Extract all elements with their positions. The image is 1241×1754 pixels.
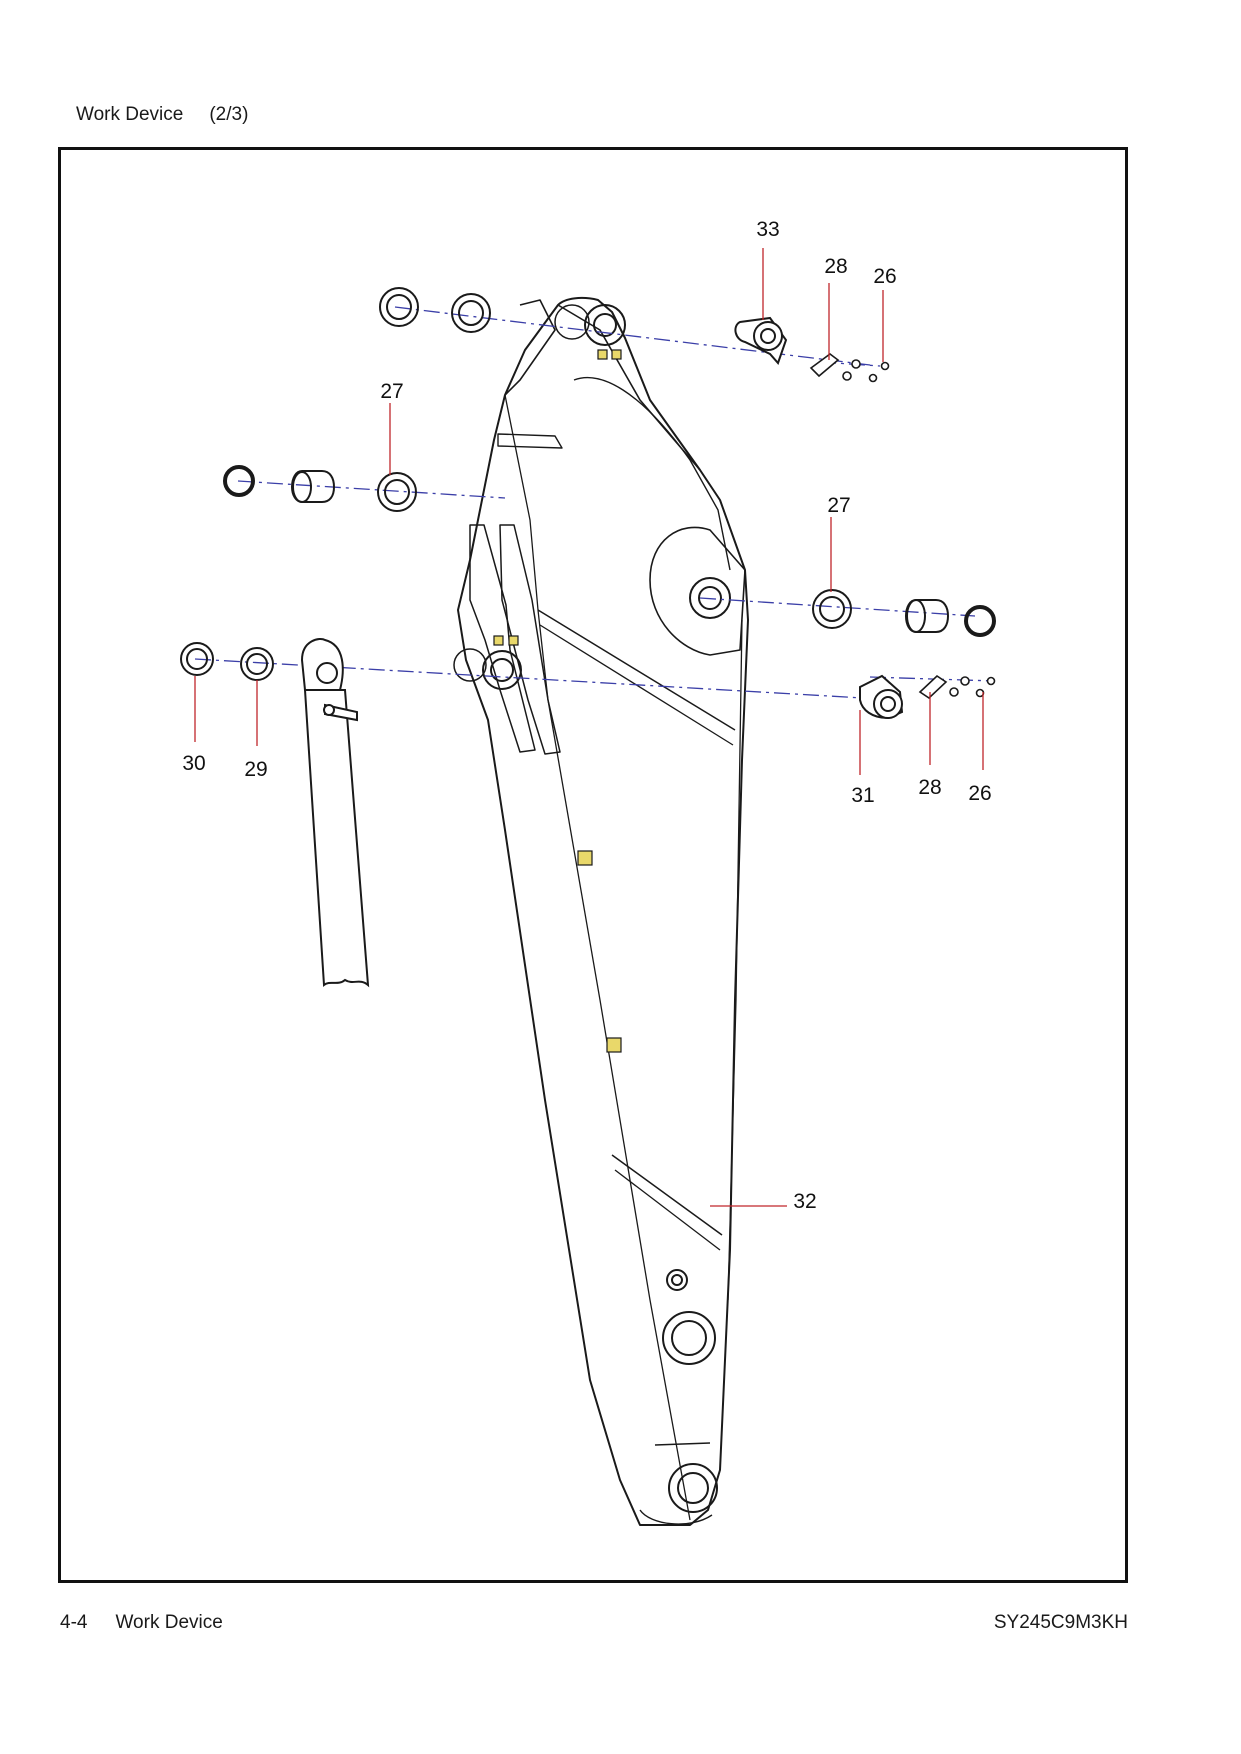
boom-base-band — [654, 1442, 711, 1446]
callout-30: 30 — [182, 752, 205, 775]
footer-section: Work Device — [115, 1612, 223, 1633]
washer-top-inner — [451, 293, 491, 333]
washer-27-right-hole — [819, 596, 845, 622]
boom-base-plate — [639, 1509, 713, 1525]
boom-sticker-lower — [606, 1037, 622, 1053]
boom-diagonal-band-lower — [611, 1154, 723, 1236]
boom-foot-pin-boss-left — [453, 648, 487, 682]
header-page-of: (2/3) — [209, 104, 249, 125]
boom-cylinder-pin-bore — [698, 586, 722, 610]
callout-31: 31 — [851, 784, 874, 807]
boom-top-pin-boss-left — [554, 304, 590, 340]
callout-27-left: 27 — [380, 380, 403, 403]
boom-side-plate-line — [504, 394, 691, 1521]
boom-cylinder-pin-boss — [689, 577, 731, 619]
o-ring-right — [964, 605, 996, 637]
callout-33: 33 — [756, 218, 779, 241]
washer-30-hole — [186, 648, 208, 670]
boom-cylinder-boss — [649, 526, 746, 656]
boom-neck-band — [497, 433, 563, 449]
centerline-mid-pin-left — [237, 480, 506, 499]
nut-bottom-b — [949, 687, 959, 697]
boom-front-edge — [727, 619, 743, 1301]
boom-head-plate-right — [557, 304, 701, 471]
boom-bottom-boss — [662, 1311, 716, 1365]
washer-top-inner-hole — [458, 300, 484, 326]
boom-top-pin-boss — [584, 304, 626, 346]
boom-grease-fitting — [666, 1269, 688, 1291]
bolt-26-top-b — [868, 373, 878, 383]
washer-30 — [180, 642, 214, 676]
page-header: Work Device (2/3) — [76, 104, 248, 126]
callout-26-bottom: 26 — [968, 782, 991, 805]
boom-base-pin-boss — [668, 1463, 718, 1513]
bushing-left-face — [292, 471, 312, 503]
callout-28-bottom: 28 — [918, 776, 941, 799]
centerline-foot-pin — [194, 658, 881, 700]
centerline-stopper-bolts — [869, 676, 996, 682]
plate-28-bottom — [918, 674, 948, 700]
bushing-right — [904, 599, 950, 633]
nut-bottom-a — [960, 676, 970, 686]
header-section-title: Work Device — [76, 104, 184, 125]
boom-mid-lug — [469, 524, 536, 753]
boom-cylinder-rod — [303, 689, 370, 988]
boom-mid-lug-2 — [499, 524, 561, 755]
bushing-left — [290, 470, 336, 503]
nut-top-b — [842, 371, 852, 381]
washer-27-left — [377, 472, 417, 512]
boom-top-pin-bore — [593, 313, 617, 337]
grease-sticker-top-a — [597, 349, 608, 360]
washer-27-left-hole — [384, 479, 410, 505]
boom-grease-fitting-inner — [671, 1274, 683, 1286]
callout-29: 29 — [244, 758, 267, 781]
boom-foot-pin-bore — [490, 658, 514, 682]
boom-bottom-bore — [671, 1320, 707, 1356]
boom-outline — [457, 296, 749, 1526]
washer-27-right — [812, 589, 852, 629]
centerline-cylinder-pin — [699, 597, 976, 617]
o-ring-left — [223, 465, 255, 497]
drawing-frame — [58, 147, 1128, 1583]
nut-top-a — [851, 359, 861, 369]
grease-sticker-top-b — [611, 349, 622, 360]
bolt-26-bottom-a — [986, 676, 996, 686]
boom-base-pin-bore — [677, 1472, 709, 1504]
boom-inner-edge — [573, 376, 731, 571]
pin-31-eye-hole — [880, 696, 896, 712]
callout-32: 32 — [793, 1190, 816, 1213]
grease-sticker-mid-b — [508, 635, 519, 646]
bolt-26-top-a — [880, 361, 890, 371]
plate-28-top — [809, 353, 840, 378]
washer-29-hole — [246, 653, 268, 675]
boom-diagonal-band-upper — [537, 609, 736, 731]
centerline-top-pin — [394, 306, 871, 366]
washer-top-outer — [379, 287, 419, 327]
bushing-right-face — [906, 599, 926, 633]
footer-model-code: SY245C9M3KH — [993, 1612, 1128, 1633]
boom-head-plate-left — [504, 299, 556, 396]
boom-diagonal-band-lower-b — [614, 1169, 721, 1251]
grease-sticker-mid-a — [493, 635, 504, 646]
boom-cylinder-eye-hole — [316, 662, 338, 684]
page-footer-left: 4-4 Work Device — [60, 1612, 223, 1634]
pin-33-eye-hole — [760, 328, 776, 344]
boom-foot-pin-boss — [482, 650, 522, 690]
boom-cylinder-grease-head — [323, 704, 335, 716]
washer-top-outer-hole — [386, 294, 412, 320]
callout-26-top: 26 — [873, 265, 896, 288]
callout-28-top: 28 — [824, 255, 847, 278]
callout-27-right: 27 — [827, 494, 850, 517]
footer-page-number: 4-4 — [60, 1612, 88, 1633]
boom-sticker-upper — [577, 850, 593, 866]
washer-29 — [240, 647, 274, 681]
